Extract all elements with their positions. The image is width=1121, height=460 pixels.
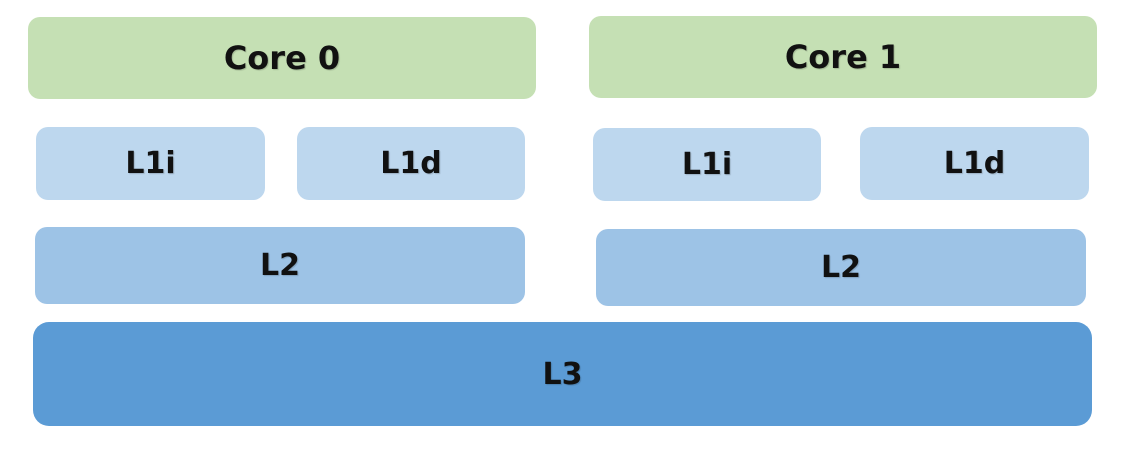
l3-label: L3 <box>542 356 583 392</box>
core-1-l1d-label: L1d <box>943 146 1006 181</box>
core-0-l2-cache-block: L2 <box>35 227 525 304</box>
core-1-l1i-label: L1i <box>681 147 733 182</box>
core-1-l2-label: L2 <box>821 250 861 285</box>
core-0-l1d-cache-block: L1d <box>297 127 525 200</box>
core-0-l1i-cache-block: L1i <box>36 127 265 200</box>
core-1-l1i-cache-block: L1i <box>593 128 821 201</box>
core-0-l2-label: L2 <box>260 248 300 283</box>
core-0-block: Core 0 <box>28 17 536 99</box>
core-1-l2-cache-block: L2 <box>596 229 1086 306</box>
core-0-label: Core 0 <box>223 39 341 77</box>
core-1-label: Core 1 <box>784 38 902 76</box>
core-0-l1i-label: L1i <box>125 146 176 181</box>
core-1-block: Core 1 <box>589 16 1097 98</box>
core-1-l1d-cache-block: L1d <box>860 127 1089 200</box>
core-0-l1d-label: L1d <box>380 146 442 181</box>
shared-l3-cache-block: L3 <box>33 322 1092 426</box>
